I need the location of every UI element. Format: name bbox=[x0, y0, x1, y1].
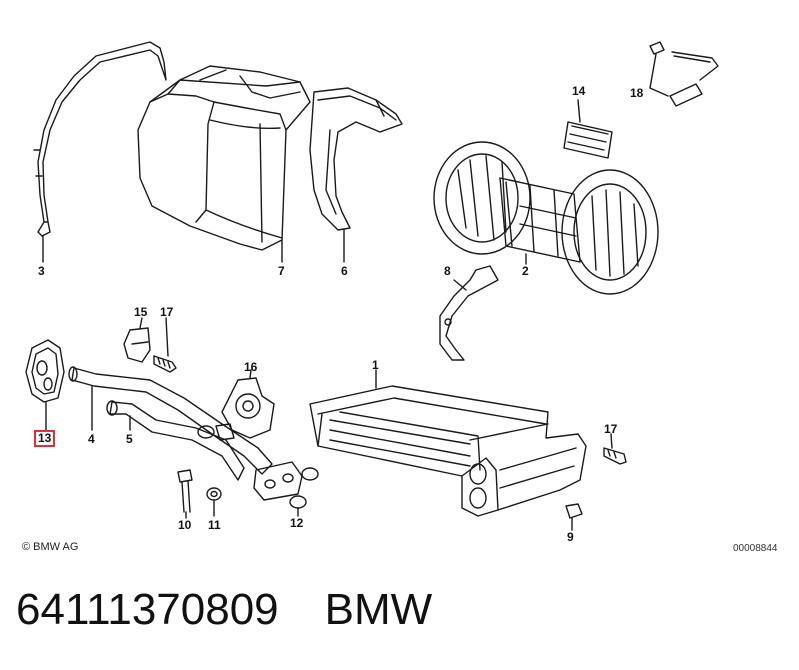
callout-6: 6 bbox=[341, 264, 348, 278]
water-valve-part-16 bbox=[197, 369, 275, 441]
sensor-part-18 bbox=[649, 41, 719, 107]
callout-15: 15 bbox=[134, 305, 148, 319]
copyright-notice: © BMW AG bbox=[22, 541, 79, 553]
housing-shell-part-7 bbox=[137, 65, 311, 263]
callout-17-lower: 17 bbox=[604, 422, 618, 436]
callout-1: 1 bbox=[372, 358, 379, 372]
grommet-seal-part-13 bbox=[25, 339, 65, 431]
callout-14: 14 bbox=[572, 84, 586, 98]
heater-core-part-1 bbox=[309, 369, 587, 517]
callout-12: 12 bbox=[290, 516, 304, 530]
bolt-part-10 bbox=[177, 469, 193, 519]
callout-4: 4 bbox=[88, 432, 95, 446]
flange-plate bbox=[253, 461, 303, 501]
part-number: 64111370809 bbox=[16, 585, 279, 634]
document-id: 00008844 bbox=[733, 543, 778, 554]
pipe-part-5 bbox=[106, 400, 245, 481]
clamp-part-15 bbox=[123, 317, 151, 363]
callout-5: 5 bbox=[126, 432, 133, 446]
part-caption: 64111370809 BMW bbox=[16, 585, 478, 635]
screw-part-17-upper bbox=[153, 317, 177, 373]
callout-16: 16 bbox=[244, 360, 258, 374]
parts-diagram bbox=[25, 41, 719, 531]
bracket-strap-part-3 bbox=[33, 41, 167, 263]
callout-10: 10 bbox=[178, 518, 192, 532]
o-rings-part-12 bbox=[289, 467, 319, 517]
washer-part-11 bbox=[206, 487, 222, 517]
mounting-bracket-part-8 bbox=[439, 265, 499, 361]
callout-3: 3 bbox=[38, 264, 45, 278]
callout-18: 18 bbox=[630, 86, 644, 100]
callout-17-upper: 17 bbox=[160, 305, 174, 319]
callout-7: 7 bbox=[278, 264, 285, 278]
filter-part-14 bbox=[563, 99, 613, 159]
callout-11: 11 bbox=[208, 518, 221, 532]
callout-2: 2 bbox=[522, 264, 529, 278]
callout-8: 8 bbox=[444, 264, 451, 278]
callout-9: 9 bbox=[567, 530, 574, 544]
brand-name: BMW bbox=[324, 585, 433, 634]
pipe-part-4 bbox=[68, 366, 273, 475]
callout-13-highlighted[interactable]: 13 bbox=[34, 430, 56, 447]
blower-motor-part-2 bbox=[433, 141, 659, 295]
nut-part-9 bbox=[565, 503, 583, 531]
screw-part-17-lower bbox=[603, 433, 627, 465]
side-cover-part-6 bbox=[309, 87, 403, 263]
